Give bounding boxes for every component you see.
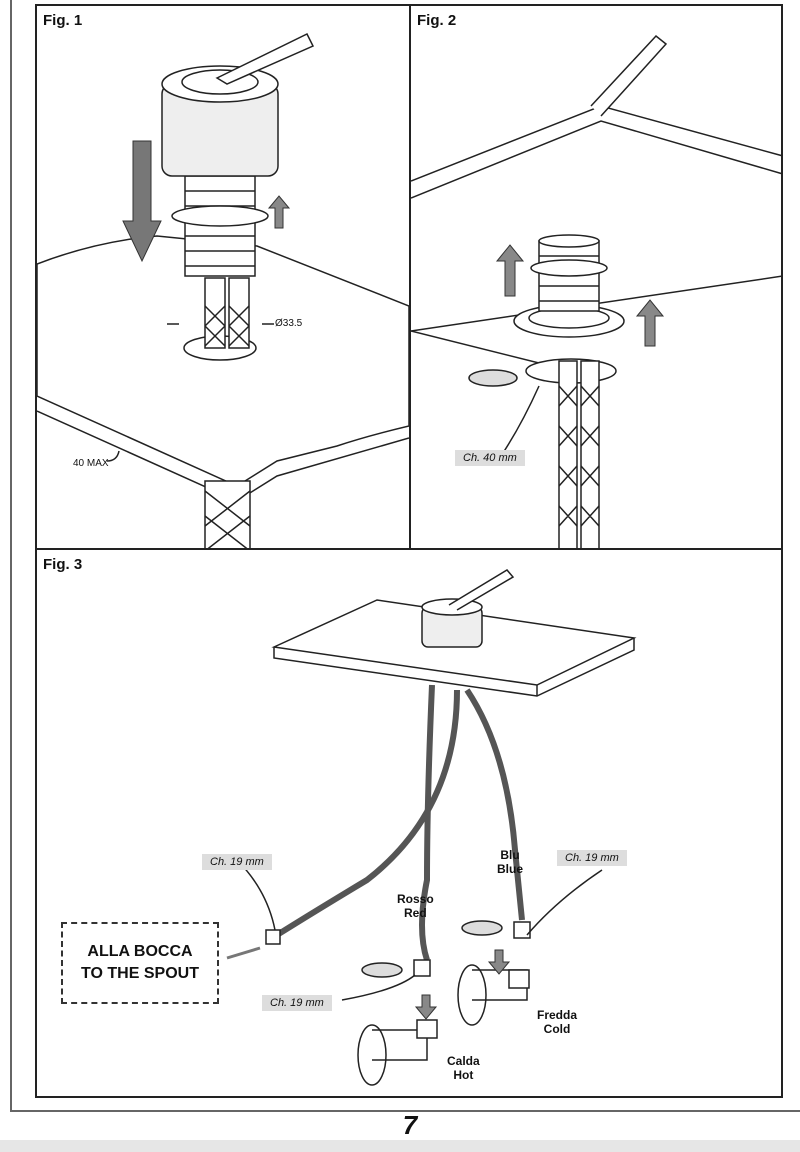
down-arrow-icon <box>487 949 511 975</box>
to-the-spout-box: ALLA BOCCA TO THE SPOUT <box>61 922 219 1004</box>
wrench-size-label-hot: Ch. 19 mm <box>262 995 332 1011</box>
faucet-insertion-drawing <box>37 32 409 548</box>
fixing-nut-drawing <box>411 34 781 548</box>
max-thickness-label: 40 MAX <box>73 458 109 469</box>
down-arrow-icon <box>414 994 438 1020</box>
figure-label: Fig. 3 <box>43 556 83 573</box>
wrench-size-label-cold: Ch. 19 mm <box>557 850 627 866</box>
spout-label-it: ALLA BOCCA <box>87 943 193 960</box>
wrench-size-label-spout: Ch. 19 mm <box>202 854 272 870</box>
figure-label: Fig. 1 <box>43 12 83 29</box>
figure-1: Fig. 1 Ø33.5 40 MAX <box>35 4 411 550</box>
figure-3: Fig. 3 Ch. 19 mm Ch. 19 mm Ch. 19 mm ALL… <box>35 548 783 1098</box>
figure-2: Fig. 2 Ch. 40 mm <box>409 4 783 550</box>
down-arrow-icon <box>122 140 162 263</box>
up-arrow-icon <box>267 195 291 229</box>
up-arrow-icon <box>635 299 665 347</box>
page-number: 7 <box>402 1110 418 1140</box>
bottom-strip <box>0 1140 800 1152</box>
spout-label-en: TO THE SPOUT <box>81 965 199 982</box>
hose-connection-drawing <box>226 569 637 1086</box>
wrench-size-label: Ch. 40 mm <box>455 450 525 466</box>
page-frame <box>10 0 800 1112</box>
up-arrow-icon <box>495 244 525 297</box>
diameter-label: Ø33.5 <box>275 318 303 329</box>
figure-label: Fig. 2 <box>417 12 457 29</box>
